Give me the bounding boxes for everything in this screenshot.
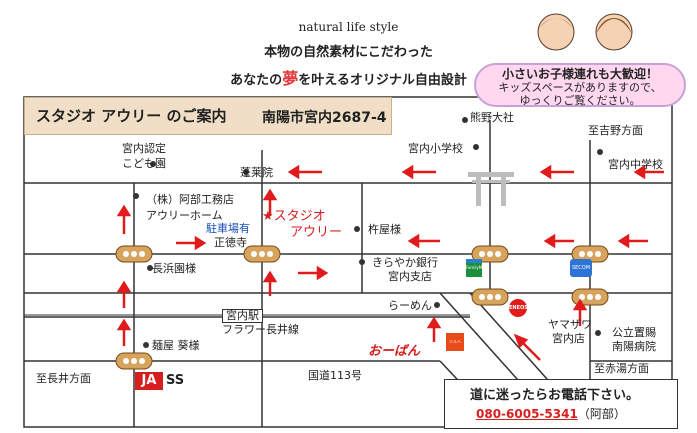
label-menya-aoi: 麺屋 葵様	[152, 339, 200, 352]
arrow-diagonal	[513, 333, 541, 361]
label-yoshino: 至吉野方面	[588, 124, 643, 137]
arrow-right	[298, 265, 329, 281]
arrow-left	[543, 233, 574, 249]
traffic-signals	[115, 245, 609, 370]
arrow-left	[401, 164, 436, 180]
label-kodomoen-2: こども園	[122, 157, 166, 170]
label-horaiin: 蓬莱院	[240, 166, 273, 179]
header-line-3: あなたの夢を叶えるオリジナル自由設計	[230, 69, 467, 88]
arrow-left	[407, 233, 440, 249]
label-kirayaka-branch: 宮内支店	[388, 270, 432, 283]
label-hospital-1: 公立置賜	[612, 326, 656, 339]
label-akayu: 至赤湯方面	[594, 362, 649, 375]
label-miyauchi-station: 宮内駅	[222, 309, 263, 323]
studio-title: スタジオ アウリー のご案内	[36, 107, 227, 125]
label-abe-koumuten: （株）阿部工務店	[146, 193, 234, 206]
tsuruha-logo: ツルハ	[446, 333, 464, 351]
contact-name: （阿部）	[577, 407, 626, 421]
route-arrows	[116, 164, 664, 361]
label-kodomoen-1: 宮内認定	[122, 142, 166, 155]
children-illustration	[537, 13, 633, 51]
arrow-up	[426, 316, 442, 342]
opan-logo: おーばん	[368, 344, 421, 359]
arrow-up	[262, 188, 278, 216]
arrow-up	[116, 204, 132, 234]
bubble-line-1: 小さいお子様連れも大歓迎！	[501, 67, 658, 81]
label-hospital-2: 南陽病院	[612, 340, 656, 353]
header-line-2: 本物の自然素材にこだわった	[264, 45, 433, 60]
label-flower-nagai-line: フラワー長井線	[222, 323, 299, 336]
label-aurie-home: アウリーホーム	[146, 209, 223, 222]
arrow-left	[617, 233, 648, 249]
phone-number-link[interactable]: 080-6005-5341	[476, 407, 578, 421]
kids-welcome-bubble: 小さいお子様連れも大歓迎！ キッズスペースがありますので、 ゆっくりご覧ください…	[474, 63, 686, 107]
label-studio-1: ★スタジオ	[262, 209, 326, 224]
arrow-up	[572, 298, 588, 326]
label-yamazawa: ヤマザワ	[548, 318, 592, 331]
arrow-up	[262, 270, 278, 296]
bubble-line-3: ゆっくりご覧ください。	[519, 94, 641, 107]
torii-icon	[468, 172, 514, 206]
label-kineya: 杵屋様	[368, 223, 401, 236]
label-kirayaka-bank: きらやか銀行	[372, 256, 438, 269]
secom-logo: SECOM	[570, 259, 592, 277]
title-box	[24, 97, 392, 135]
label-yamazawa-store: 宮内店	[552, 332, 585, 345]
contact-phone-line: 080-6005-5341（阿部）	[476, 405, 626, 422]
eneos-logo: ENEOS	[509, 299, 528, 317]
label-kumano: 熊野大社	[470, 111, 514, 124]
arrow-left	[287, 164, 322, 180]
label-nagai: 至長井方面	[36, 372, 91, 385]
label-miyauchi-junior-high: 宮内中学校	[608, 158, 663, 171]
label-route-113: 国道113号	[308, 369, 362, 382]
label-nagahama: 長浜園様	[152, 262, 196, 275]
arrow-left	[539, 164, 574, 180]
studio-address: 南陽市宮内2687-4	[262, 110, 387, 126]
contact-box	[444, 379, 678, 429]
familymart-logo: FamilyMart	[466, 259, 488, 277]
ja-logo: JA	[135, 372, 163, 390]
label-ramen: らーめん	[388, 299, 432, 312]
arrow-up	[116, 318, 132, 346]
arrow-left	[633, 164, 664, 180]
bubble-line-2: キッズスペースがありますので、	[498, 81, 662, 94]
poi-dots	[133, 117, 603, 348]
ss-label: SS	[166, 373, 185, 388]
label-parking: 駐車場有	[206, 222, 250, 235]
arrow-up	[116, 280, 132, 308]
label-shotokuji: 正徳寺	[214, 236, 247, 249]
arrow-right	[176, 235, 207, 251]
label-studio-2: アウリー	[290, 225, 343, 240]
contact-message: 道に迷ったらお電話下さい。	[470, 388, 640, 403]
header-tagline: natural life style	[298, 20, 399, 34]
label-miyauchi-elementary: 宮内小学校	[408, 142, 463, 155]
